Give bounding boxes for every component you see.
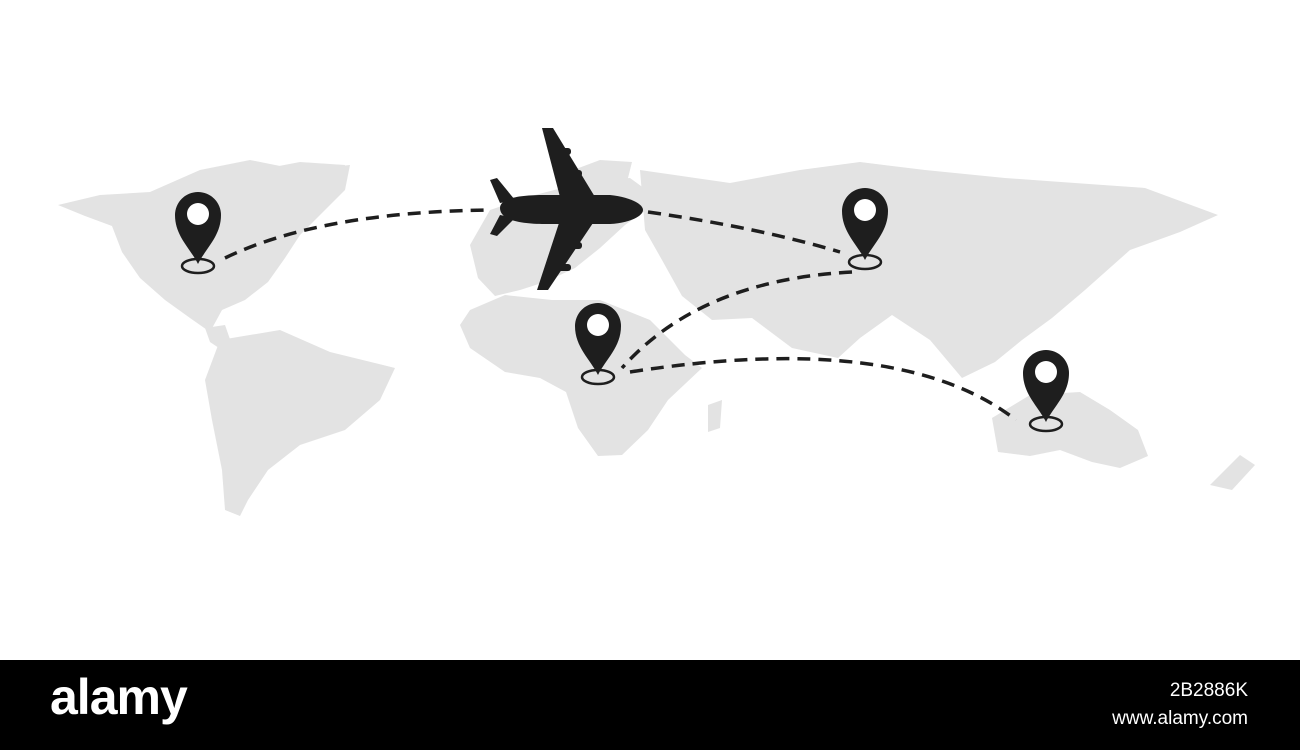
new-zealand-land bbox=[1210, 455, 1255, 490]
footer-logo[interactable]: alamy bbox=[50, 669, 188, 725]
airplane-tail-bottom bbox=[490, 215, 515, 236]
south-america-land bbox=[205, 330, 395, 516]
airplane-engine-3 bbox=[566, 242, 582, 249]
airplane-engine-1 bbox=[555, 148, 571, 155]
image-id-label: 2B2886K bbox=[1169, 680, 1248, 701]
airplane-engine-4 bbox=[555, 264, 571, 271]
asia-land bbox=[640, 162, 1218, 378]
route-africa-to-australia bbox=[629, 356, 1018, 422]
airplane-fuselage bbox=[500, 195, 643, 224]
greenland-land bbox=[258, 162, 345, 200]
airplane-tail-top bbox=[490, 178, 515, 203]
route-north-america-to-airplane bbox=[224, 208, 491, 260]
route-airplane-to-asia bbox=[647, 210, 841, 254]
world-map-illustration bbox=[58, 128, 1255, 516]
route-asia-to-africa bbox=[620, 270, 853, 370]
airplane-wing-bottom bbox=[537, 220, 595, 290]
footer-bar: alamy 2B2886K www.alamy.com bbox=[0, 660, 1300, 750]
flight-routes bbox=[224, 208, 1018, 422]
footer-url-link[interactable]: www.alamy.com bbox=[1112, 708, 1248, 729]
australia-land bbox=[992, 392, 1148, 468]
madagascar-land bbox=[708, 400, 722, 432]
airplane-engine-2 bbox=[566, 170, 582, 177]
airplane-icon bbox=[490, 128, 643, 290]
airplane-wing-top bbox=[542, 128, 595, 197]
